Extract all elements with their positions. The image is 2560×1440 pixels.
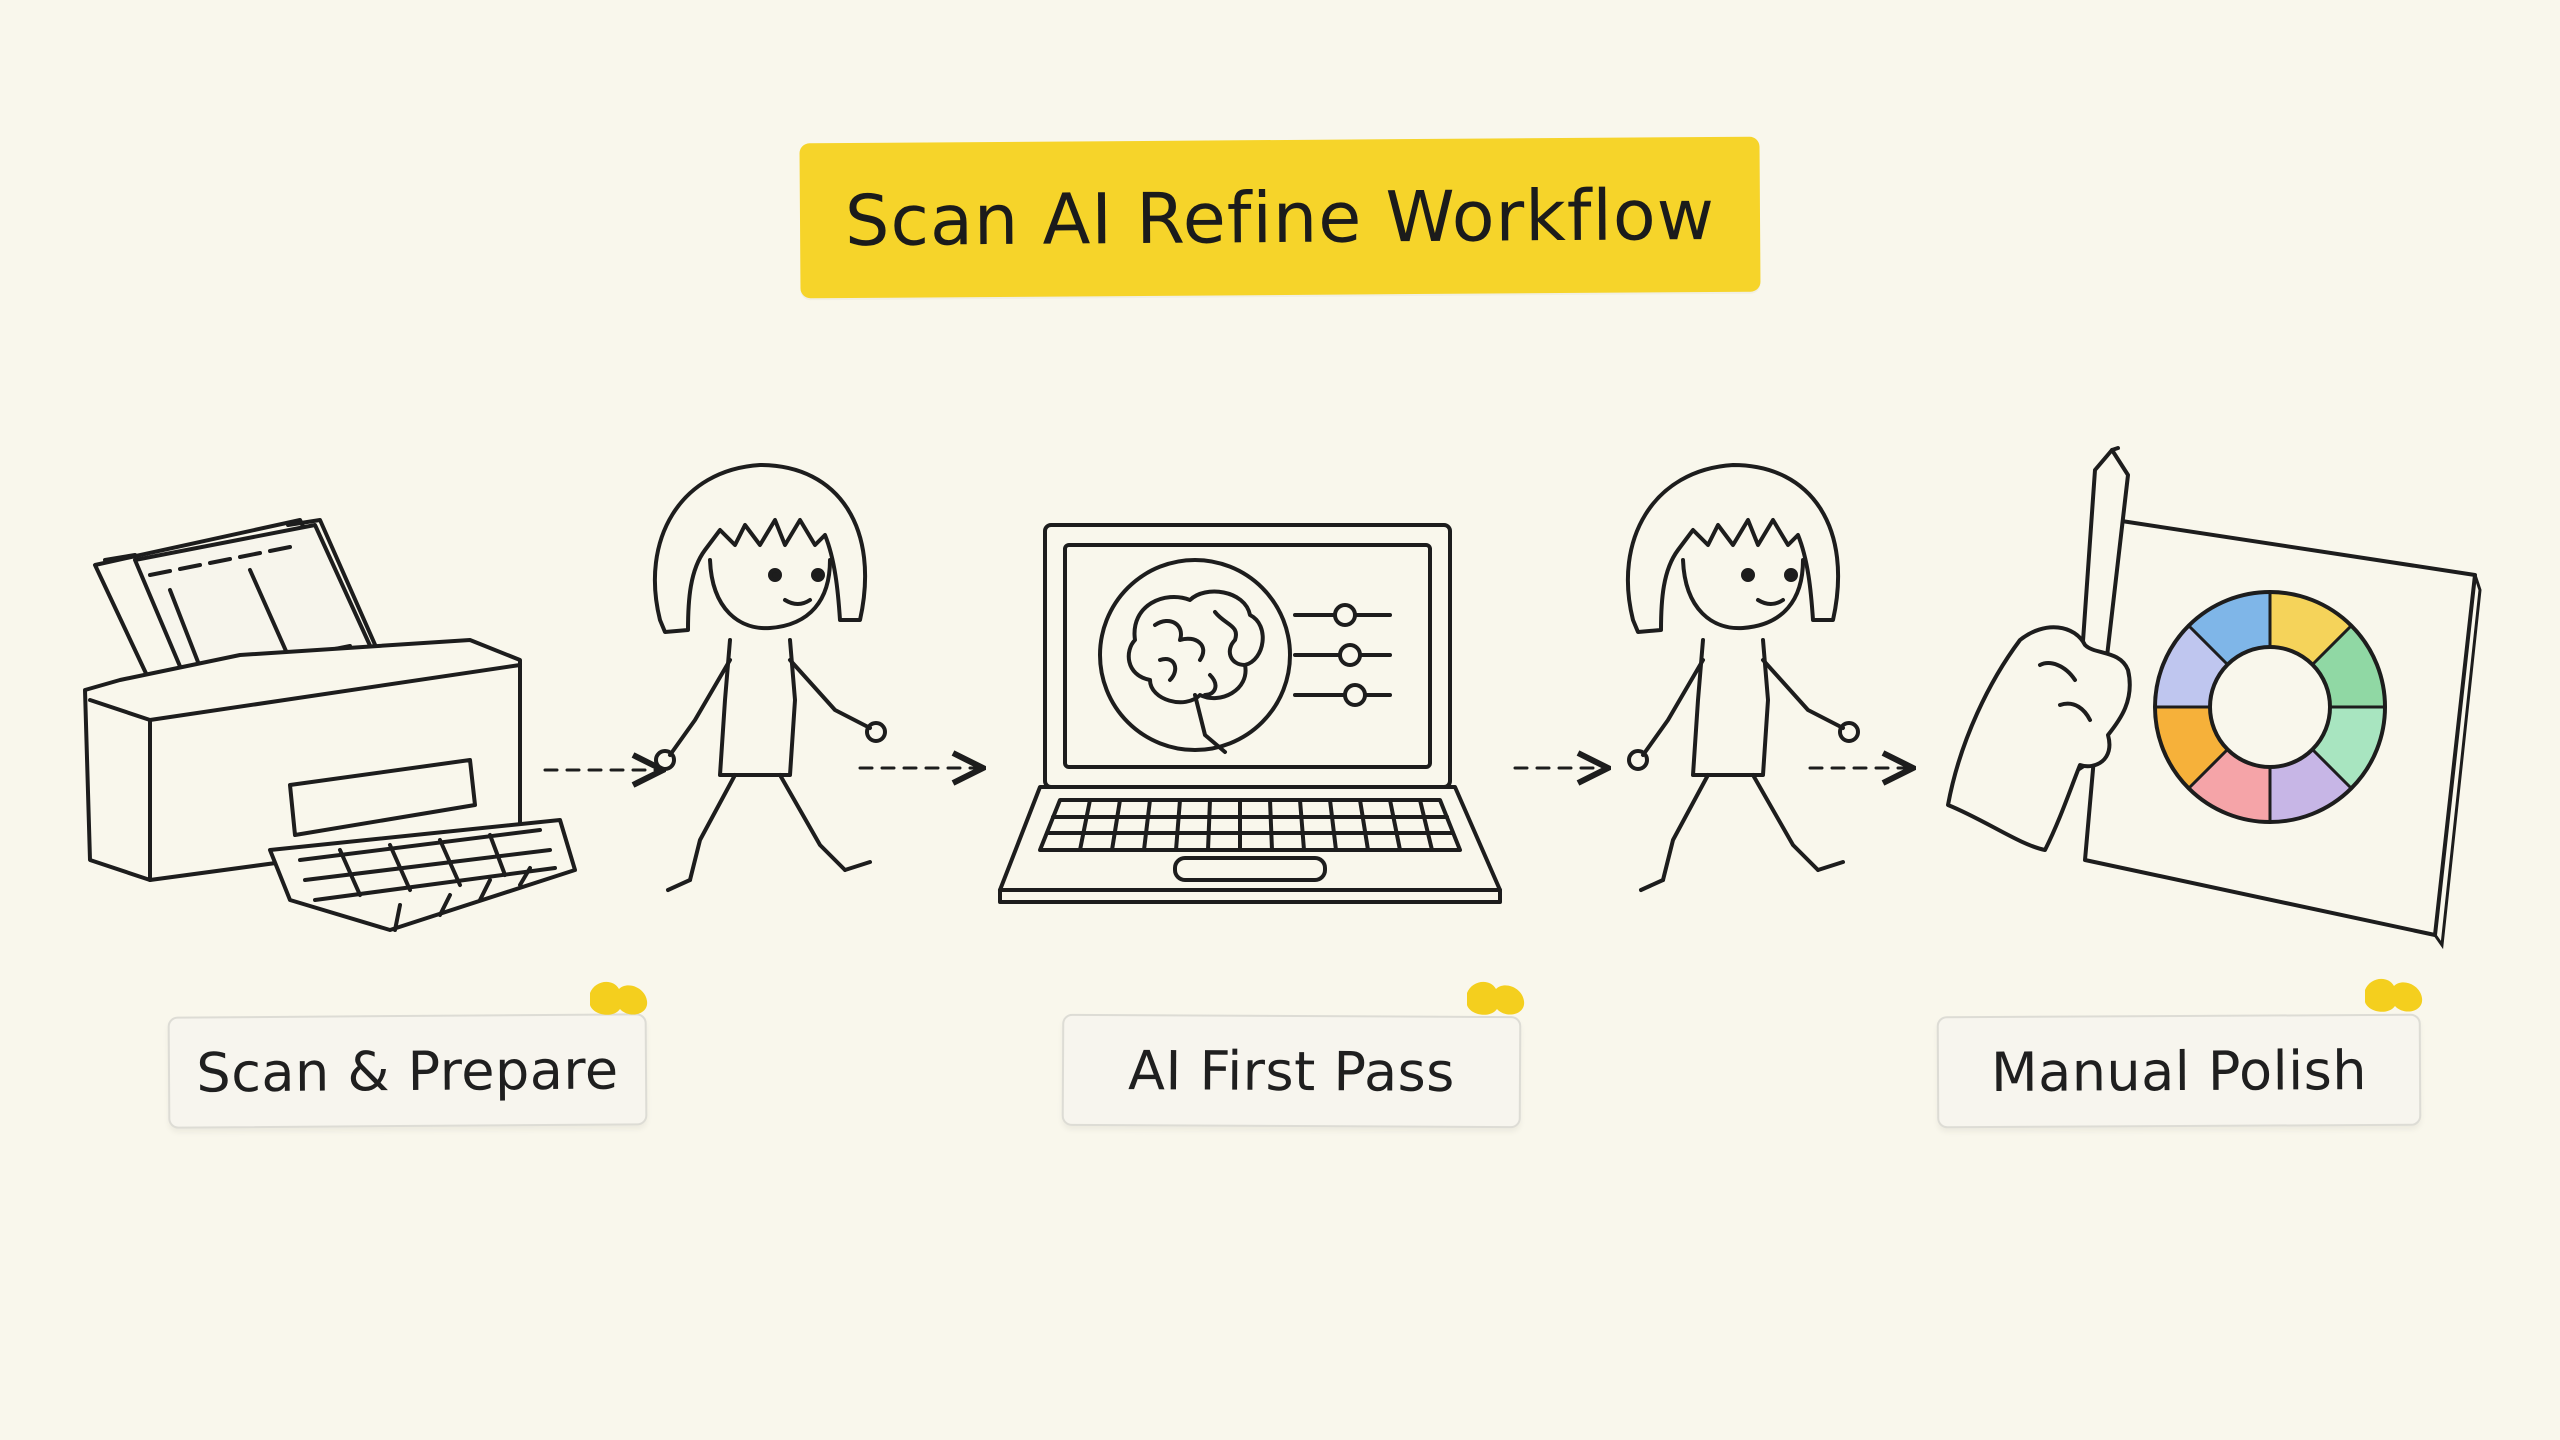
color-wheel <box>2153 590 2387 824</box>
walking-girl-icon <box>652 463 887 892</box>
step-label-ai: AI First Pass <box>1061 1013 1522 1129</box>
tape-decoration <box>2365 978 2423 1012</box>
step-label-scan: Scan & Prepare <box>167 1013 648 1129</box>
step-label-text: AI First Pass <box>1127 1038 1456 1104</box>
laptop-ai-brain-icon <box>998 523 1502 904</box>
step-label-polish: Manual Polish <box>1936 1013 2422 1129</box>
flow-arrows <box>543 768 1910 770</box>
tape-decoration <box>1467 981 1525 1015</box>
film-scanner-icon <box>83 518 577 932</box>
step-label-text: Manual Polish <box>1990 1038 2368 1104</box>
step-label-text: Scan & Prepare <box>196 1038 619 1104</box>
hand-pencil-color-wheel-icon <box>1946 446 2482 950</box>
walking-girl-icon <box>1625 463 1860 892</box>
tape-decoration <box>590 981 648 1015</box>
